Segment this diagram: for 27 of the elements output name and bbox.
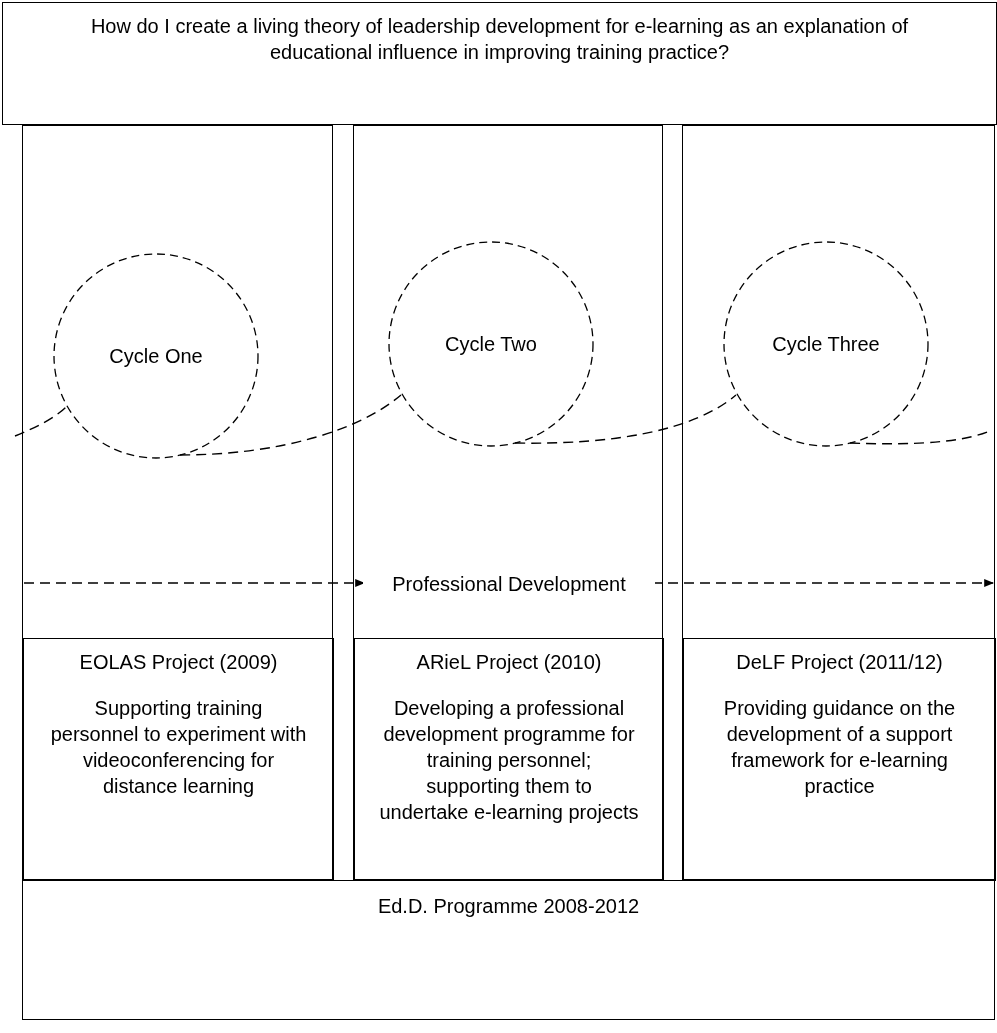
column-panel — [22, 125, 333, 880]
programme-box — [22, 880, 995, 1020]
spiral-line — [179, 394, 402, 456]
cycle-label: Cycle One — [109, 344, 203, 369]
cycle-label: Cycle Two — [445, 332, 537, 357]
project-heading: EOLAS Project (2009) — [78, 650, 279, 675]
project-description: Developing a professional development programme for training personnel; supporting them to undertake e-learning projects — [378, 696, 640, 825]
label-text: Ed.D. Programme 2008-2012 — [376, 894, 641, 919]
column-panel — [353, 125, 663, 880]
question-text: How do I create a living theory of leadership development for e-learning as an explanation of educational influence in improving training practice? — [89, 14, 910, 65]
spiral-line — [14, 406, 67, 437]
project-box — [354, 638, 664, 881]
cycle-circle — [388, 241, 594, 447]
cycle-label: Cycle Three — [772, 332, 880, 357]
project-box — [683, 638, 996, 881]
project-description: Supporting training personnel to experiment with videoconferencing for distance learning — [49, 696, 308, 799]
arrow — [23, 579, 365, 587]
spiral-line — [514, 394, 737, 444]
column-panel — [682, 125, 995, 880]
question-box — [2, 2, 997, 125]
cycle-circle — [723, 241, 929, 447]
cycle-circle — [53, 253, 259, 459]
project-heading: DeLF Project (2011/12) — [735, 650, 944, 675]
project-description: Providing guidance on the development of a support framework for e-learning practice — [722, 696, 957, 799]
project-heading: ARieL Project (2010) — [415, 650, 603, 675]
label-text: Professional Development — [392, 572, 626, 597]
project-box — [23, 638, 334, 881]
